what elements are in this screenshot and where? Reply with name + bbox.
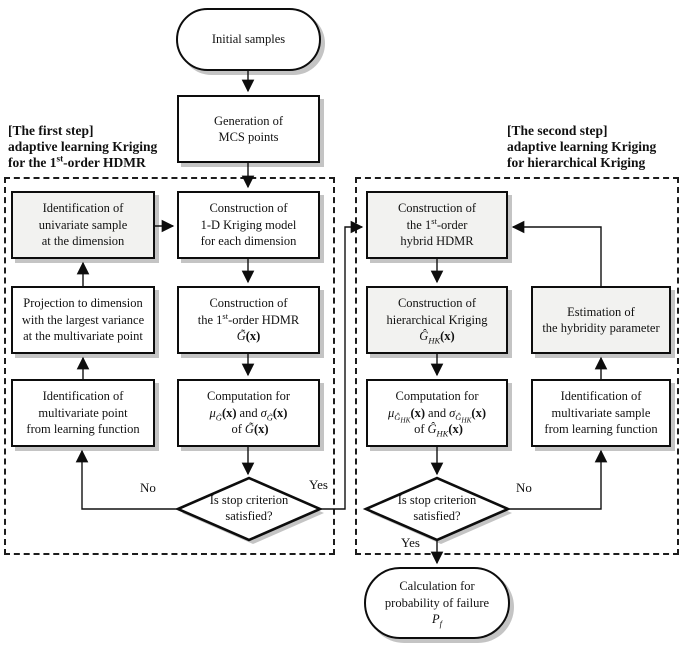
mcs-generation-box: Generation of MCS points (177, 95, 320, 163)
text-line: Computation for (207, 389, 290, 404)
math-line: G̃(x) (236, 329, 261, 344)
text-line: the 1st-order (406, 215, 468, 232)
kriging-1d-box: Construction of 1-D Kriging model for ea… (177, 191, 320, 259)
hybridity-estimation-box: Estimation of the hybridity parameter (531, 286, 671, 354)
text-line: hierarchical Kriging (386, 312, 488, 327)
text-line: from learning function (26, 422, 140, 437)
text-line: Identification of (560, 389, 642, 404)
text-line: 1-D Kriging model (200, 217, 297, 232)
step2-label: [The second step] adaptive learning Krig… (507, 123, 656, 171)
hybrid-hdmr-box: Construction of the 1st-order hybrid HDM… (366, 191, 508, 259)
text-line: at the dimension (41, 234, 125, 249)
decision1-no-label: No (140, 480, 156, 495)
text-line: Construction of (209, 201, 288, 216)
text-line: satisfied? (225, 508, 273, 523)
text-line: for each dimension (200, 234, 297, 249)
projection-box: Projection to dimension with the largest… (11, 286, 155, 354)
identify-multivariate-point-box: Identification of multivariate point fro… (11, 379, 155, 447)
text-line: probability of failure (384, 595, 490, 610)
text-line: Identification of (42, 389, 124, 404)
decision1-yes-label: Yes (309, 477, 328, 492)
start-label: Initial samples (211, 32, 286, 47)
text-line: multivariate sample (551, 405, 651, 420)
decision2-text: Is stop criterion satisfied? (367, 493, 507, 524)
step2-label-line3: for hierarchical Kriging (507, 155, 646, 170)
math-line: Pf (431, 612, 442, 629)
text-line: univariate sample (38, 217, 128, 232)
math-line: ĜHK(x) (419, 329, 455, 346)
text-line: Computation for (395, 389, 479, 404)
decision2-no-label: No (516, 480, 532, 495)
hierarchical-kriging-box: Construction of hierarchical Kriging ĜH… (366, 286, 508, 354)
text-line: Construction of (397, 201, 477, 216)
text-line: the hybridity parameter (542, 321, 660, 335)
text-line: Estimation of (567, 304, 635, 319)
text-line: the 1st-order HDMR (197, 310, 300, 327)
text-line: Is stop criterion (209, 493, 289, 507)
step1-label-line3: for the 1st-order HDMR (8, 153, 146, 170)
text-line: MCS points (218, 130, 279, 144)
decision2-yes-label: Yes (401, 535, 420, 550)
text-line: with the largest variance (21, 312, 145, 327)
text-line: Calculation for (399, 579, 475, 594)
text-line: hybrid HDMR (400, 234, 474, 249)
hdmr-construction-box: Construction of the 1st-order HDMR G̃(x) (177, 286, 320, 354)
start-oval: Initial samples (176, 8, 321, 71)
end-oval: Calculation for probability of failure P… (364, 567, 510, 639)
text-line: Generation of (213, 113, 284, 128)
text-line: Projection to dimension (23, 296, 143, 311)
step2-label-line1: [The second step] (507, 123, 608, 138)
step1-label-line2: adaptive learning Kriging (8, 139, 158, 154)
identify-univariate-box: Identification of univariate sample at t… (11, 191, 155, 259)
text-line: Construction of (397, 296, 477, 311)
step1-label: [The first step] adaptive learning Krigi… (8, 123, 157, 171)
text-line: from learning function (544, 422, 658, 437)
text-line: at the multivariate point (23, 329, 143, 344)
text-line: Identification of (42, 201, 124, 216)
text-line: Is stop criterion (397, 493, 477, 507)
text-line: multivariate point (38, 405, 128, 420)
text-line: satisfied? (413, 508, 461, 523)
step1-label-line1: [The first step] (8, 123, 94, 138)
decision1-text: Is stop criterion satisfied? (179, 493, 319, 524)
identify-multivariate-sample-box: Identification of multivariate sample fr… (531, 379, 671, 447)
step2-label-line2: adaptive learning Kriging (507, 139, 657, 154)
text-line: Construction of (209, 296, 288, 311)
